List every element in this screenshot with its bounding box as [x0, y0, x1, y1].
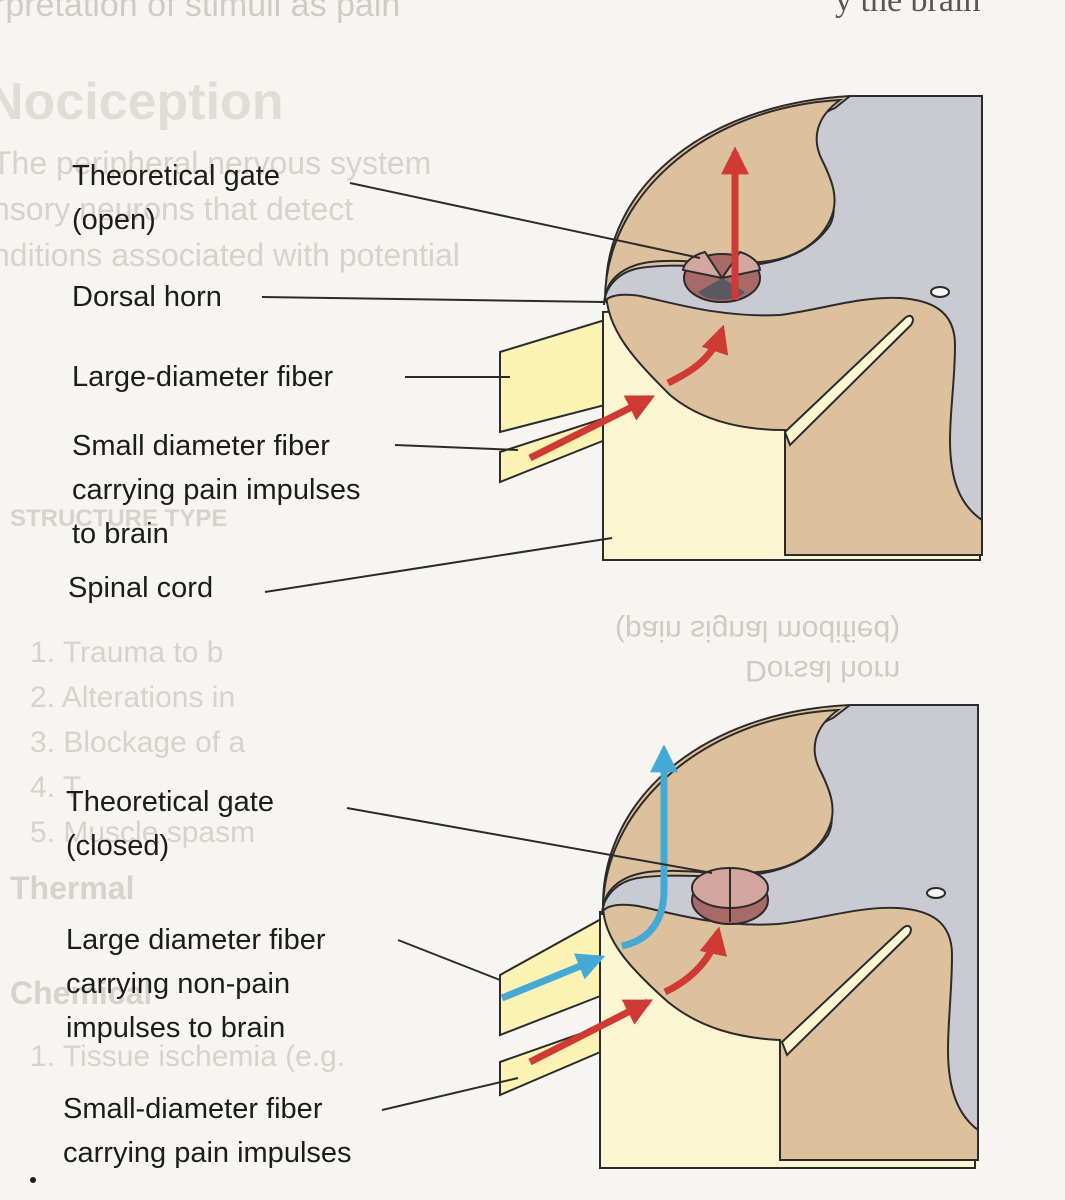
bottom-small-fiber-label-line: Small-diameter fiber: [63, 1093, 323, 1125]
leader-line: [264, 537, 613, 593]
top-gate-icon: [681, 250, 762, 303]
bottom-commissure: [780, 924, 912, 1057]
bottom-small-oval: [926, 887, 946, 899]
bottom-white-matter: [601, 704, 979, 1133]
bottom-large-fiber-label-line: impulses to brain: [66, 1012, 286, 1044]
bullet-dot: [30, 1177, 36, 1183]
top-dorsal-horn-label: Dorsal horn: [72, 281, 222, 313]
leader-line: [394, 444, 519, 451]
bottom-gate-label-line: Theoretical gate: [66, 786, 274, 818]
leader-line: [397, 939, 501, 981]
bottom-pain-arrow-icon: [663, 926, 727, 996]
bottom-small-fiber-label-line: carrying pain impulses: [63, 1137, 352, 1169]
top-commissure: [783, 314, 914, 447]
bg-section-chemical: Chemical: [10, 975, 153, 1011]
leader-line: [349, 182, 701, 259]
bg-list-item: 2. Alterations in: [30, 681, 236, 714]
bottom-pain-arrow-icon: [528, 998, 653, 1066]
bottom-small-fiber-label: Small-diameter fiber carrying pain impul…: [63, 1087, 352, 1175]
bottom-gate-label: Theoretical gate (closed): [66, 780, 274, 868]
top-small-fiber-label-line: to brain: [72, 518, 169, 550]
bg-paragraph: The peripheral nervous system nsory neur…: [0, 140, 460, 278]
bg-top-right-fragment: y the brain: [835, 0, 981, 19]
top-spinal-cord-label: Spinal cord: [68, 572, 214, 604]
bg-section-thermal: Thermal: [10, 870, 135, 906]
bottom-non-pain-arrow-icon: [500, 953, 606, 1002]
bg-list-item: 3. Blockage of a: [30, 726, 246, 759]
top-panel: [261, 95, 983, 593]
top-small-fiber-label: Small diameter fiber carrying pain impul…: [72, 424, 361, 556]
bottom-panel: [346, 704, 979, 1169]
bottom-large-fiber-label-line: Large diameter fiber: [66, 924, 326, 956]
bottom-gate-icon: [691, 867, 769, 925]
bg-top-fragment: rpretation of stimuli as pain: [0, 0, 401, 24]
top-gate-label-line: (open): [72, 204, 156, 236]
bg-heading: Nociception: [0, 73, 284, 131]
top-large-fiber-bundle: [499, 318, 606, 434]
top-pain-arrow-icon: [528, 394, 656, 462]
bg-paragraph-line: The peripheral nervous system: [0, 145, 432, 181]
top-white-matter: [603, 95, 983, 522]
bottom-gate-label-line: (closed): [66, 830, 170, 862]
bg-list: 1. Trauma to b 2. Alterations in 3. Bloc…: [30, 630, 255, 855]
top-small-fiber-label-line: Small diameter fiber: [72, 430, 330, 462]
leader-line: [346, 807, 713, 874]
bg-list-item: 5. Muscle spasm: [30, 816, 256, 849]
bottom-non-pain-arrow-icon: [621, 744, 678, 950]
top-gate-label-line: Theoretical gate: [72, 160, 280, 192]
top-small-oval: [930, 286, 950, 298]
top-small-fiber-label-line: carrying pain impulses: [72, 474, 361, 506]
top-pain-arrow-icon: [666, 324, 729, 387]
top-large-fiber-label: Large-diameter fiber: [72, 361, 334, 393]
bg-list-item: 1. Trauma to b: [30, 636, 224, 669]
leader-line: [261, 296, 606, 303]
bg-list-chemical: 1. Tissue ischemia (e.g.: [30, 1040, 346, 1073]
bg-paragraph-line: nditions associated with potential: [0, 237, 460, 273]
bottom-large-fiber-label: Large diameter fiber carrying non-pain i…: [66, 918, 326, 1050]
bg-list-item: 4. T: [30, 771, 82, 804]
bottom-large-fiber-label-line: carrying non-pain: [66, 968, 291, 1000]
bg-structure-label: STRUCTURE TYPE: [10, 505, 228, 532]
leader-line: [381, 1077, 519, 1111]
top-gate-label: Theoretical gate (open): [72, 154, 280, 242]
bg-paragraph-line: nsory neurons that detect: [0, 191, 354, 227]
